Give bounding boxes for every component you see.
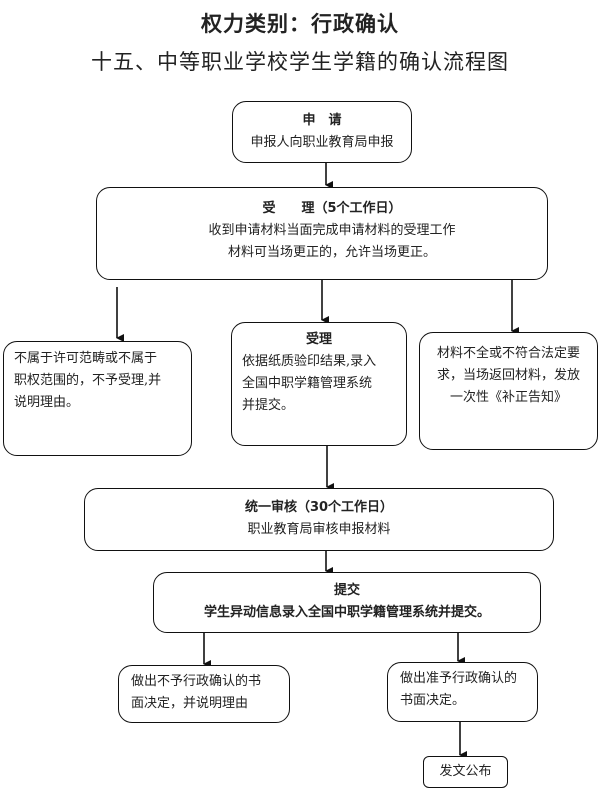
node-reject-scope-line: 职权范围的，不予受理,并 <box>14 373 162 388</box>
node-reject-scope: 不属于许可范畴或不属于 职权范围的，不予受理,并 说明理由。 <box>3 341 192 456</box>
node-accept-line: 材料可当场更正的，允许当场更正。 <box>227 245 436 260</box>
node-approve-line: 书面决定。 <box>400 693 466 708</box>
node-reject-scope-line: 说明理由。 <box>14 395 80 410</box>
node-incomplete-line: 求，当场返回材料，发放 <box>436 368 580 383</box>
node-apply-heading: 申 请 <box>302 113 342 128</box>
node-apply-text: 申报人向职业教育局申报 <box>250 135 394 150</box>
node-accept: 受 理（5个工作日） 收到申请材料当面完成申请材料的受理工作 材料可当场更正的，… <box>96 187 548 280</box>
node-accept-line: 收到申请材料当面完成申请材料的受理工作 <box>208 223 456 238</box>
node-apply: 申 请 申报人向职业教育局申报 <box>232 101 412 163</box>
node-publish-text: 发文公布 <box>439 764 492 779</box>
node-review-text: 职业教育局审核申报材料 <box>247 522 391 537</box>
node-accept-heading: 受 理（5个工作日） <box>262 201 402 216</box>
node-submit: 提交 学生异动信息录入全国中职学籍管理系统并提交。 <box>153 572 541 633</box>
node-incomplete: 材料不全或不符合法定要 求，当场返回材料，发放 一次性《补正告知》 <box>419 332 598 450</box>
node-approve-line: 做出准予行政确认的 <box>400 671 518 686</box>
node-accept-entry-heading: 受理 <box>305 332 332 347</box>
node-accept-entry-line: 依据纸质验印结果,录入 <box>242 354 377 369</box>
flowchart-title: 十五、中等职业学校学生学籍的确认流程图 <box>91 50 509 74</box>
node-deny-line: 做出不予行政确认的书 <box>131 674 262 689</box>
node-approve: 做出准予行政确认的 书面决定。 <box>387 662 538 722</box>
node-review: 统一审核（30个工作日） 职业教育局审核申报材料 <box>84 488 554 551</box>
node-accept-entry-line: 并提交。 <box>242 398 295 413</box>
power-category-title: 权力类别：行政确认 <box>201 11 399 36</box>
node-accept-entry: 受理 依据纸质验印结果,录入 全国中职学籍管理系统 并提交。 <box>231 322 407 446</box>
node-publish: 发文公布 <box>423 756 508 788</box>
node-deny-line: 面决定，并说明理由 <box>131 696 249 711</box>
node-reject-scope-line: 不属于许可范畴或不属于 <box>14 351 158 366</box>
node-deny: 做出不予行政确认的书 面决定，并说明理由 <box>118 665 290 723</box>
node-submit-heading: 提交 <box>333 583 360 598</box>
node-incomplete-line: 一次性《补正告知》 <box>449 390 567 405</box>
node-incomplete-line: 材料不全或不符合法定要 <box>436 346 580 361</box>
node-submit-text: 学生异动信息录入全国中职学籍管理系统并提交。 <box>203 605 490 620</box>
node-review-heading: 统一审核（30个工作日） <box>244 500 394 515</box>
node-accept-entry-line: 全国中职学籍管理系统 <box>242 376 373 391</box>
